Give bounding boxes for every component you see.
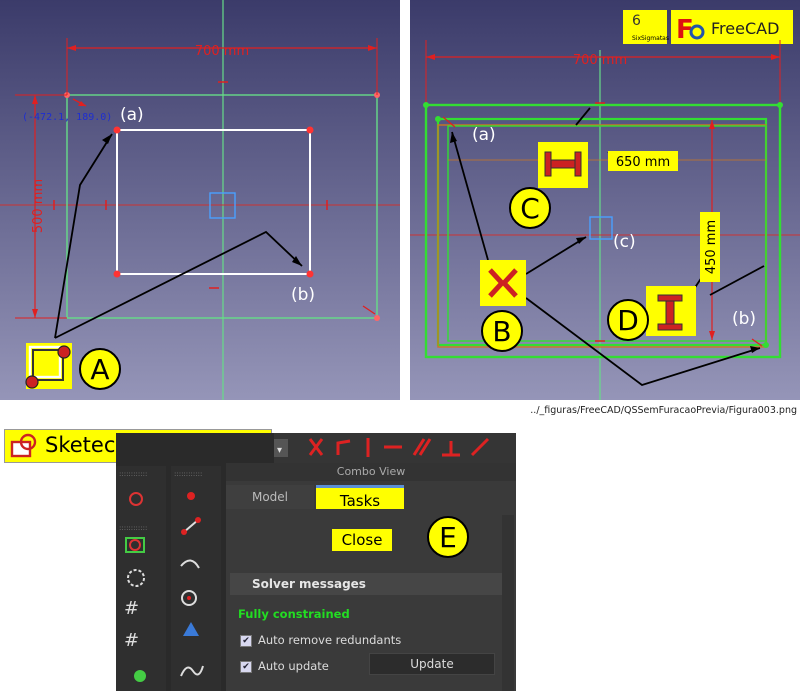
dim-500-label: 500 mm: [31, 179, 46, 233]
auto-remove-row[interactable]: ✔ Auto remove redundants: [240, 633, 401, 647]
solver-header-label: Solver messages: [252, 577, 366, 591]
freecad-gui: ▾ :::::::::::: :::::::::::: # #: [116, 433, 516, 691]
callout-d: [607, 299, 649, 341]
svg-text:SixSigmatas: SixSigmatas: [632, 35, 669, 42]
label-c-right: (c): [613, 232, 636, 252]
svg-text:#: #: [124, 630, 139, 651]
sketcher-icon: [10, 433, 37, 458]
svg-text:F: F: [676, 15, 694, 45]
callout-c: [509, 187, 551, 229]
svg-text:::::::::::::: ::::::::::::: [119, 524, 147, 532]
dim-700-label-right: 700 mm: [573, 53, 627, 68]
update-button[interactable]: Update: [369, 653, 495, 675]
svg-text:D: D: [617, 304, 639, 337]
outer-green-rect: [66, 94, 378, 319]
solver-status: Fully constrained: [238, 607, 350, 621]
figure-caption: ../_figuras/FreeCAD/QSSemFuracaoPrevia/F…: [530, 405, 797, 416]
freecad-title: FreeCAD: [711, 19, 779, 38]
dim-700-label: 700 mm: [195, 44, 249, 59]
sketcher-toolbar-left: :::::::::::: :::::::::::: # #: [116, 466, 166, 691]
sixsigmatas-logo: [623, 10, 667, 44]
dim-450-label: 450 mm: [704, 220, 719, 274]
right-sketch-view[interactable]: 6 SixSigmatas F FreeCAD C: [410, 0, 800, 400]
svg-text:B: B: [492, 315, 511, 348]
coord-readout: (-472.1, 189.0): [22, 112, 112, 123]
sketch-rectangle: [116, 129, 311, 275]
freecad-logo: [671, 10, 793, 44]
callout-b: [481, 310, 523, 352]
outer-profile: [424, 103, 782, 359]
svg-text:6: 6: [632, 13, 641, 29]
label-a: (a): [120, 105, 144, 125]
auto-remove-checkbox[interactable]: ✔: [240, 634, 252, 647]
callout-a: [79, 348, 121, 390]
svg-text:C: C: [520, 192, 540, 225]
sketcher-toolbar-right: ::::::::::::: [171, 466, 221, 691]
combo-scrollbar[interactable]: [502, 515, 514, 691]
auto-remove-label: Auto remove redundants: [258, 633, 402, 647]
dim-650-label: 650 mm: [616, 155, 670, 170]
label-b-right: (b): [732, 309, 756, 329]
svg-text:▾: ▾: [277, 445, 282, 456]
combo-view-title: Combo View: [226, 463, 516, 481]
close-button[interactable]: Close: [332, 529, 392, 551]
svg-text:::::::::::::: ::::::::::::: [174, 470, 202, 478]
tab-tasks[interactable]: Tasks: [316, 485, 404, 510]
auto-update-label: Auto update: [258, 659, 329, 673]
left-sketch-view[interactable]: A 700 mm 500 mm (-472.1, 189.0) (a) (b): [0, 0, 400, 400]
svg-text:E: E: [439, 521, 457, 554]
constraint-toolbar: ▾: [274, 433, 516, 463]
solver-messages-header[interactable]: Solver messages: [230, 573, 502, 595]
auto-update-row[interactable]: ✔ Auto update: [240, 659, 329, 673]
toolbar-icons-left: :::::::::::: # #: [119, 492, 147, 682]
auto-update-checkbox[interactable]: ✔: [240, 660, 252, 673]
combo-view: Combo View Model Tasks Close E Solver me…: [226, 463, 516, 691]
tab-model[interactable]: Model: [226, 485, 314, 509]
callout-e: E: [427, 516, 469, 558]
callout-a-letter: A: [90, 353, 109, 386]
label-b: (b): [291, 285, 315, 305]
label-a-right: (a): [472, 125, 496, 145]
origin-marker: [209, 192, 236, 219]
svg-text:#: #: [124, 598, 139, 619]
svg-text:::::::::::::: ::::::::::::: [119, 470, 147, 478]
